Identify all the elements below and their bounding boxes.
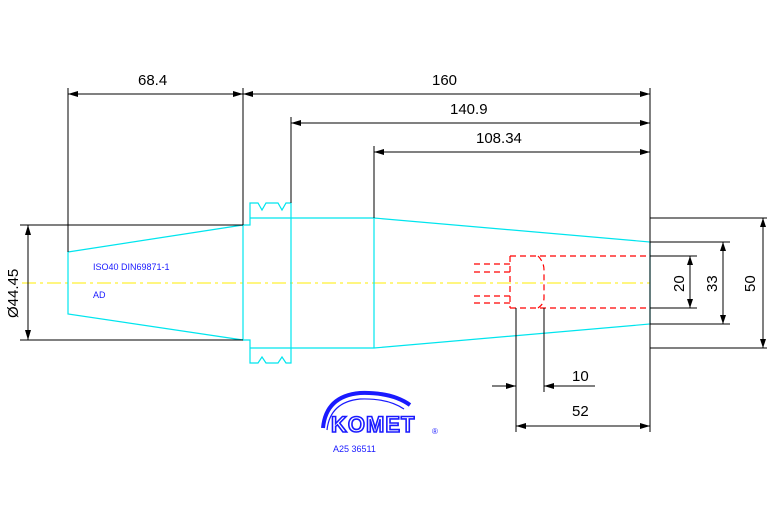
dim-50: 50 [742,275,759,292]
dim-68-4: 68.4 [138,72,167,89]
dim-52: 52 [572,403,589,420]
standard-label: ISO40 DIN69871-1 [93,262,170,272]
dim-140-9: 140.9 [450,101,488,118]
dim-diameter-44-45: Ø44.45 [5,269,22,318]
dim-10: 10 [572,368,589,385]
form-label: AD [93,290,106,300]
part-number: A25 36511 [333,444,376,454]
komet-brand: KOMET [331,412,415,437]
dimension-lines [20,88,767,432]
dim-20: 20 [671,275,688,292]
komet-registered-mark: ® [432,427,438,436]
dim-160: 160 [432,72,457,89]
dim-108-34: 108.34 [476,130,522,147]
dim-33: 33 [704,275,721,292]
komet-logo: KOMET ® [321,390,438,438]
hidden-bore [474,255,650,309]
